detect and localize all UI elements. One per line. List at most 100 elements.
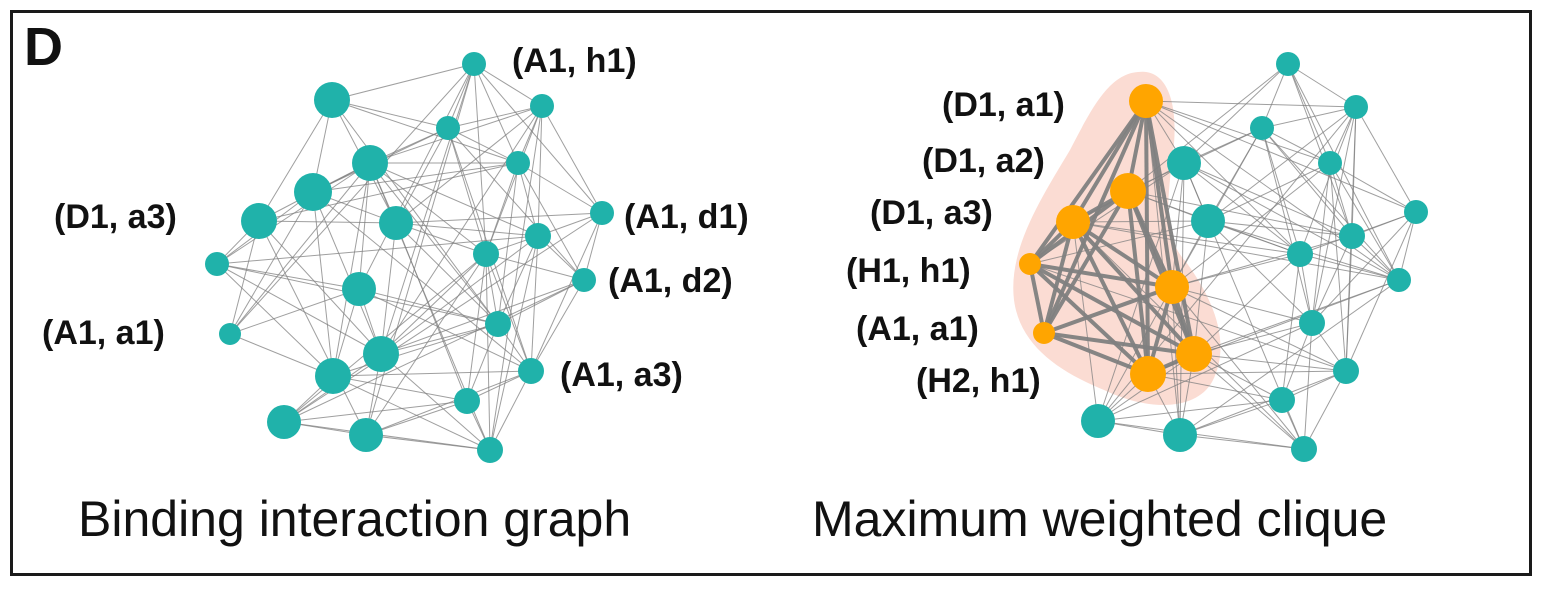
left-graph-edge <box>517 162 603 214</box>
left-graph-node <box>477 437 503 463</box>
right-graph-edge <box>1345 235 1353 372</box>
right-graph-edge <box>1207 106 1357 222</box>
left-graph-node <box>518 358 544 384</box>
left-graph-edge <box>485 162 519 255</box>
left-graph-edge <box>332 323 499 377</box>
caption-maximum-weighted-clique: Maximum weighted clique <box>812 491 1388 547</box>
right-graph-edge <box>1072 221 1400 281</box>
figure-frame <box>10 10 1532 576</box>
right-graph-clique-node <box>1155 270 1189 304</box>
left-graph-edge <box>312 191 334 377</box>
right-graph-edge <box>1183 162 1400 281</box>
node-label-a1-a1: (A1, a1) <box>856 310 979 348</box>
left-graph-node <box>267 405 301 439</box>
right-graph-edge <box>1311 211 1417 324</box>
right-graph-edge <box>1097 399 1283 422</box>
right-graph-edge <box>1193 353 1305 450</box>
right-graph-edge <box>1145 100 1301 255</box>
node-label-a1-a3: (A1, a3) <box>560 356 683 394</box>
right-graph-edge <box>1071 220 1174 289</box>
right-graph-node <box>1344 95 1368 119</box>
right-graph-nodes <box>1019 52 1428 462</box>
right-graph-edge <box>1287 63 1357 108</box>
right-graph-edge <box>1029 263 1347 372</box>
right-graph-edge <box>1207 127 1263 222</box>
left-graph-edge <box>229 191 314 335</box>
left-graph-node <box>572 268 596 292</box>
left-graph-node <box>342 272 376 306</box>
left-graph-edge <box>489 370 532 451</box>
left-graph-edge <box>331 63 475 101</box>
left-graph-edge <box>369 162 499 325</box>
left-graph-edge <box>473 63 487 255</box>
right-graph-edge <box>1145 100 1417 213</box>
right-graph-edge <box>1179 370 1347 436</box>
left-graph-node <box>363 336 399 372</box>
left-graph-edge <box>258 220 367 436</box>
right-graph-edge <box>1043 285 1173 335</box>
right-graph-edge <box>1261 127 1400 281</box>
right-graph-edge <box>1193 253 1301 355</box>
maximum-weighted-clique-graph: (D1, a1) (D1, a2) (D1, a3) (H1, h1) (A1,… <box>846 52 1428 462</box>
right-graph-clique-node <box>1056 205 1090 239</box>
left-graph-edge <box>283 400 468 423</box>
left-graph-edge <box>485 105 543 255</box>
left-graph-edge <box>395 222 539 237</box>
right-graph-edge <box>1127 190 1353 237</box>
right-graph-edge <box>1179 279 1400 436</box>
left-graph-nodes <box>205 52 614 463</box>
right-graph-edge <box>1261 127 1331 164</box>
left-graph-edge <box>473 63 543 107</box>
left-graph-edge <box>395 105 543 224</box>
left-graph-edge <box>369 162 487 255</box>
right-graph-edge <box>1171 286 1305 450</box>
left-graph-node <box>379 206 413 240</box>
right-graph-edge <box>1028 263 1046 334</box>
right-graph-edge <box>1311 162 1331 324</box>
right-graph-edge <box>1043 331 1149 376</box>
left-graph-node <box>205 252 229 276</box>
left-graph-node <box>525 223 551 249</box>
left-graph-edge <box>216 263 360 290</box>
left-graph-edge <box>447 127 585 281</box>
left-graph-edge <box>466 253 487 402</box>
right-graph-edge <box>1171 286 1347 372</box>
left-graph-edge <box>216 235 539 265</box>
right-graph-edge <box>1043 331 1195 356</box>
right-graph-edge <box>1179 399 1283 436</box>
left-graph-edge <box>537 105 543 237</box>
left-graph-node <box>462 52 486 76</box>
left-graph-node <box>454 388 480 414</box>
left-graph-edge <box>332 375 468 402</box>
left-graph-edge <box>530 279 585 372</box>
right-graph-node <box>1191 204 1225 238</box>
left-graph-edge <box>489 235 539 451</box>
right-graph-edge <box>1072 221 1099 422</box>
left-graph-edge <box>365 434 491 451</box>
right-graph-edge <box>1029 162 1185 265</box>
left-graph-edge <box>380 235 539 355</box>
left-graph-edge <box>530 212 603 372</box>
right-graph-edge <box>1299 253 1400 281</box>
left-graph-edge <box>380 353 491 451</box>
right-graph-clique-node <box>1130 356 1166 392</box>
right-graph-edge <box>1345 211 1417 372</box>
left-graph-edge <box>332 162 371 377</box>
right-graph-edge <box>1193 322 1313 355</box>
left-graph-edge <box>489 105 543 451</box>
right-graph-edge <box>1097 220 1209 422</box>
left-graph-edge <box>216 263 334 377</box>
left-graph-edge <box>517 162 585 281</box>
node-label-a1-a1: (A1, a1) <box>42 314 165 352</box>
left-graph-node <box>294 173 332 211</box>
right-graph-clique-node <box>1110 173 1146 209</box>
panel-letter: D <box>24 17 63 77</box>
left-graph-edge <box>358 288 499 325</box>
right-graph-edge <box>1028 99 1148 266</box>
right-graph-node <box>1404 200 1428 224</box>
right-graph-edge <box>1145 100 1357 108</box>
left-graph-edge <box>380 279 585 355</box>
left-graph-node <box>436 116 460 140</box>
left-graph-node <box>530 94 554 118</box>
right-graph-edge <box>1329 162 1400 281</box>
